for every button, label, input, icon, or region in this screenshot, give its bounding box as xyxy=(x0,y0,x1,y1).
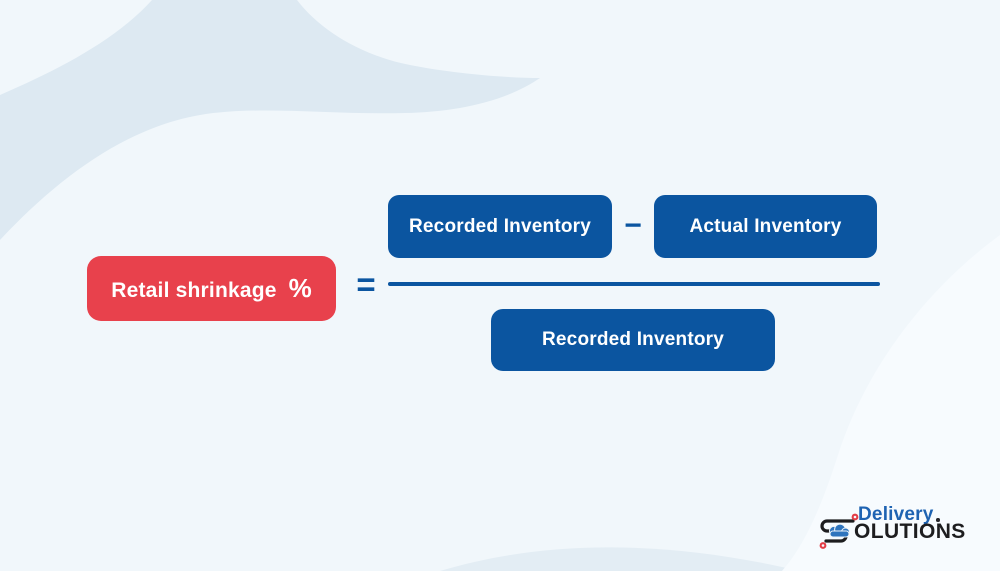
wave-top-left xyxy=(0,0,540,240)
fraction-bar xyxy=(388,282,880,286)
logo-text-solutions: OLUTIONS xyxy=(854,520,966,543)
logo-o-pin-dot xyxy=(936,518,940,522)
start-pin-icon xyxy=(851,513,859,521)
equals-sign: = xyxy=(356,265,376,303)
result-label: Retail shrinkage xyxy=(111,279,277,302)
numerator-recorded-inventory-box: Recorded Inventory xyxy=(388,195,612,258)
numerator-actual-inventory-box: Actual Inventory xyxy=(654,195,877,258)
percent-sign: % xyxy=(288,273,312,303)
wave-bottom-strip xyxy=(440,547,800,571)
cloud-icon xyxy=(828,523,850,538)
denominator-label: Recorded Inventory xyxy=(541,329,725,350)
end-pin-icon xyxy=(819,542,827,549)
numerator-right-label: Actual Inventory xyxy=(689,215,842,237)
wave-bottom-right xyxy=(782,235,1000,571)
numerator-left-label: Recorded Inventory xyxy=(408,215,592,237)
delivery-solutions-logo: Delivery OLUTIONS xyxy=(817,503,982,558)
road-with-pins-icon xyxy=(819,513,859,549)
denominator-recorded-inventory-box: Recorded Inventory xyxy=(491,309,775,371)
minus-sign: − xyxy=(624,209,642,242)
result-box-text: Retail shrinkage % xyxy=(111,273,312,304)
result-box: Retail shrinkage % xyxy=(87,256,336,321)
logo-text-delivery: Delivery xyxy=(858,504,934,525)
